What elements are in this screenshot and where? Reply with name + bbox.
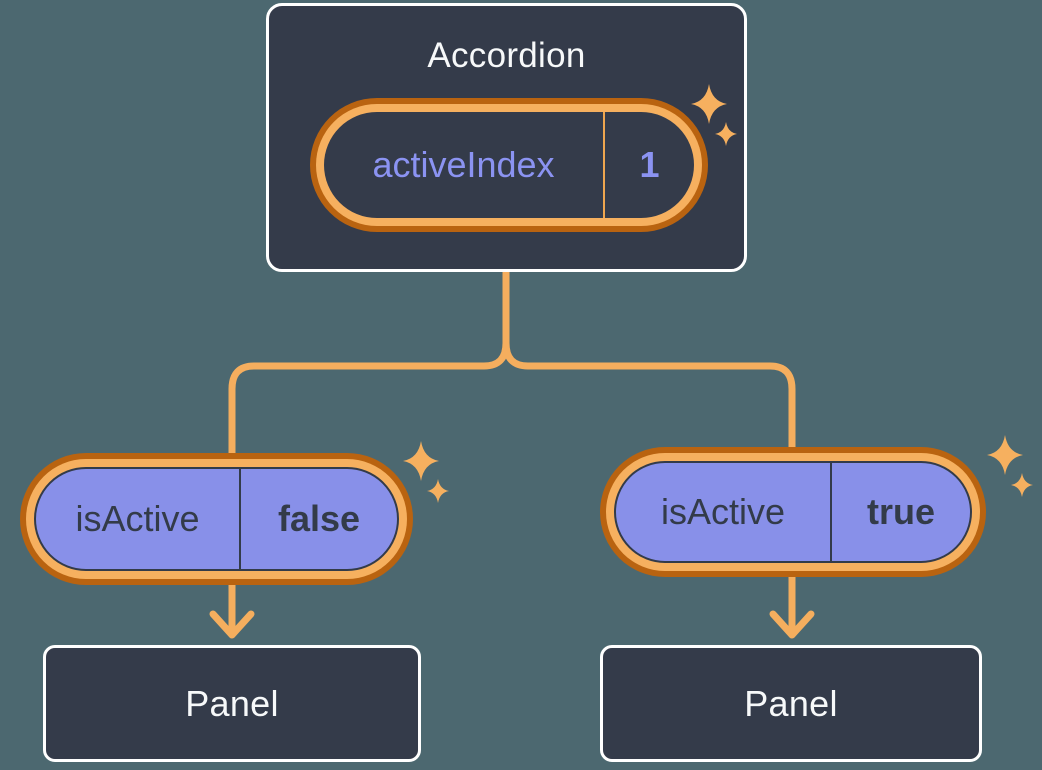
prop-value: true [866, 491, 935, 532]
state-pill-highlight-ring: activeIndex 1 [316, 104, 702, 226]
prop-name: isActive [660, 491, 786, 532]
prop-pill-highlight-ring: isActive true [606, 453, 980, 571]
connector-branch-right [502, 268, 796, 632]
prop-pill-body: isActive true [614, 461, 972, 563]
panel-title: Panel [185, 682, 279, 724]
state-name: activeIndex [372, 144, 555, 185]
panel-node-right: Panel [600, 645, 982, 762]
prop-name: isActive [75, 498, 200, 539]
sparkle-icon [987, 435, 1033, 497]
prop-pill-highlight-ring: isActive false [26, 459, 407, 579]
state-pill-body: activeIndex 1 [324, 112, 694, 218]
prop-pill-isactive-right: isActive true [600, 447, 986, 577]
down-arrow-icon [769, 610, 815, 639]
prop-value: false [277, 498, 361, 539]
prop-pill-body: isActive false [34, 467, 399, 571]
down-arrow-icon [209, 610, 255, 639]
panel-title: Panel [744, 682, 838, 724]
pill-divider [239, 469, 241, 569]
state-value: 1 [639, 144, 660, 185]
pill-divider [830, 463, 832, 561]
accordion-title: Accordion [427, 36, 586, 75]
prop-pill-isactive-left: isActive false [20, 453, 413, 585]
state-pill-activeindex: activeIndex 1 [310, 98, 708, 232]
sparkle-icon [691, 84, 737, 146]
sparkle-icon [403, 441, 449, 503]
pill-divider [603, 112, 605, 218]
panel-node-left: Panel [43, 645, 421, 762]
